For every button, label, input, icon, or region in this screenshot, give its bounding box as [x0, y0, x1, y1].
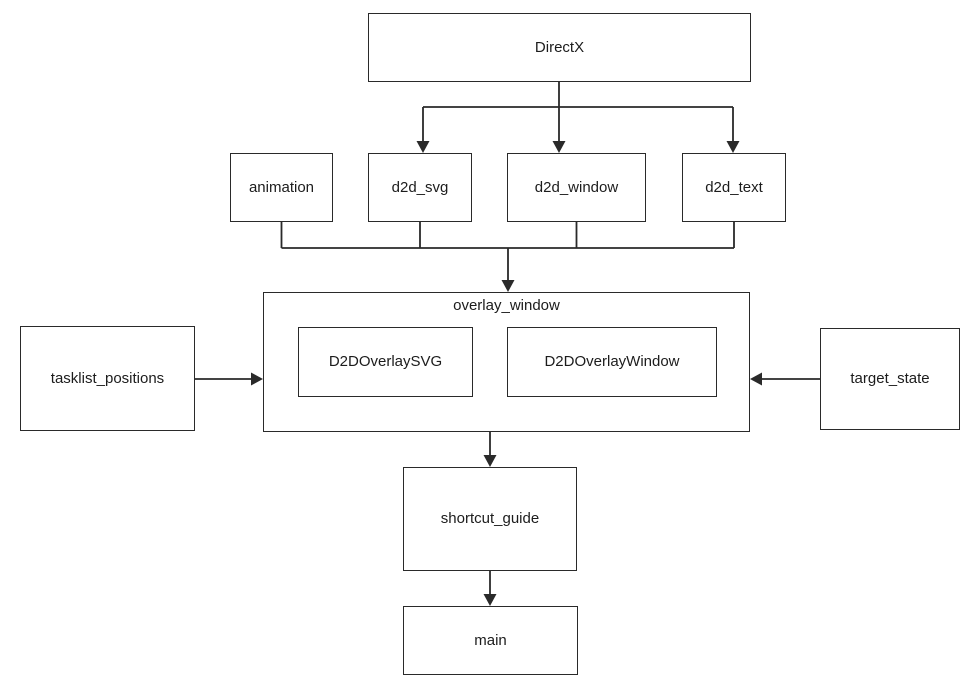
- node-directx: DirectX: [368, 13, 751, 82]
- node-target-state-label: target_state: [850, 370, 930, 387]
- node-animation-label: animation: [248, 178, 315, 196]
- arrowhead-overlay-shortcut: [483, 455, 497, 467]
- node-shortcut-guide-label: shortcut_guide: [440, 510, 540, 527]
- group-overlay-window-title: overlay_window: [263, 297, 750, 314]
- node-d2d-window: d2d_window: [507, 153, 646, 222]
- node-animation: animation: [230, 153, 333, 222]
- arrowhead-directx-d2d-svg: [416, 141, 430, 153]
- node-d2d-svg: d2d_svg: [368, 153, 472, 222]
- node-d2d-overlay-window: D2DOverlayWindow: [507, 327, 717, 397]
- node-d2d-svg-label: d2d_svg: [391, 178, 449, 196]
- node-tasklist-positions-label: tasklist_positions: [50, 369, 165, 387]
- arrowhead-bus-overlay: [501, 280, 515, 292]
- edge-overlay-shortcut: [483, 432, 497, 467]
- group-overlay-window-label: overlay_window: [453, 297, 560, 314]
- arrowhead-directx-d2d-text: [726, 141, 740, 153]
- node-target-state: target_state: [820, 328, 960, 430]
- node-d2d-text-label: d2d_text: [705, 178, 763, 196]
- edge-tasklist-overlay: [195, 372, 263, 386]
- node-d2d-overlay-svg: D2DOverlaySVG: [298, 327, 473, 397]
- arrowhead-tasklist-overlay: [251, 372, 263, 386]
- arrowhead-target-overlay: [750, 372, 762, 386]
- node-directx-label: DirectX: [534, 38, 585, 56]
- edge-directx-fanout: [416, 82, 740, 153]
- arrowhead-directx-d2d-window: [552, 141, 566, 153]
- node-d2d-window-label: d2d_window: [534, 178, 619, 196]
- edge-shortcut-main: [483, 571, 497, 606]
- node-tasklist-positions: tasklist_positions: [20, 326, 195, 431]
- node-main: main: [403, 606, 578, 675]
- node-shortcut-guide: shortcut_guide: [403, 467, 577, 571]
- edge-target-overlay: [750, 372, 820, 386]
- node-d2d-overlay-svg-label: D2DOverlaySVG: [328, 353, 443, 370]
- arrowhead-shortcut-main: [483, 594, 497, 606]
- edge-row2-bus-overlay: [280, 222, 735, 292]
- node-main-label: main: [474, 631, 507, 649]
- node-d2d-overlay-window-label: D2DOverlayWindow: [544, 353, 680, 370]
- node-d2d-text: d2d_text: [682, 153, 786, 222]
